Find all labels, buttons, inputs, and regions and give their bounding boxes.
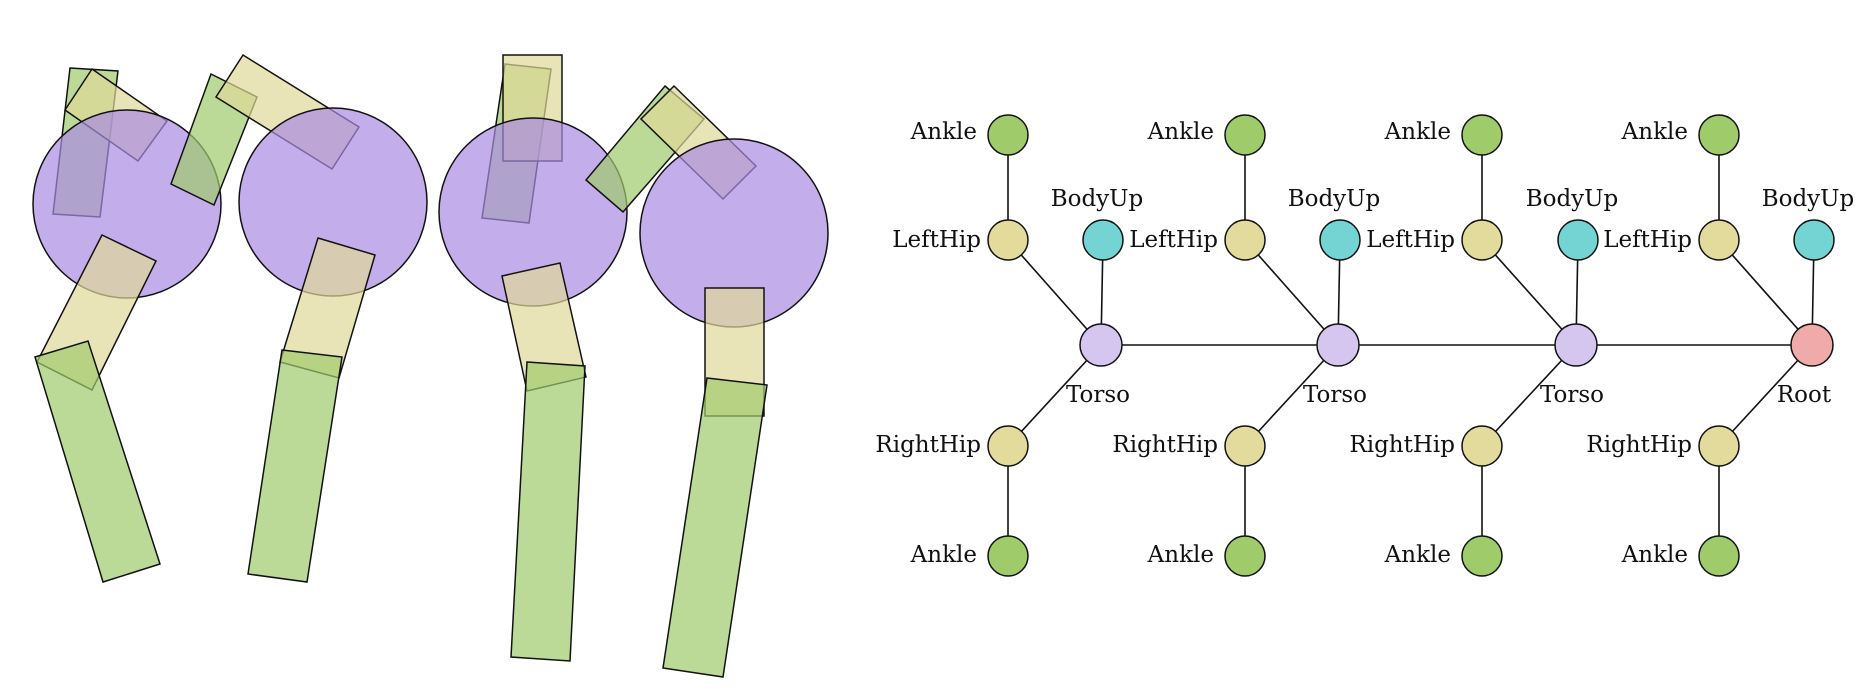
tree-column-1: Ankle LeftHip BodyUp Torso RightHip Ankl…	[875, 114, 1144, 577]
figure-1	[32, 67, 222, 583]
left-hip-label: LeftHip	[1603, 227, 1692, 253]
figure-2-lower-leg-segment	[247, 349, 343, 583]
body-up-node	[1557, 219, 1599, 261]
body-up-node	[1319, 219, 1361, 261]
ankle-bottom-node	[1698, 535, 1740, 577]
body-up-label: BodyUp	[1288, 186, 1381, 212]
ankle-bottom-label: Ankle	[1147, 542, 1214, 568]
left-hip-node	[987, 219, 1029, 261]
figure-4	[584, 84, 829, 678]
body-up-node	[1793, 219, 1835, 261]
right-hip-node	[987, 425, 1029, 467]
ankle-top-node	[987, 114, 1029, 156]
root-node	[1790, 323, 1834, 367]
ankle-bottom-label: Ankle	[910, 542, 977, 568]
right-hip-node	[1461, 425, 1503, 467]
body-up-label: BodyUp	[1051, 186, 1144, 212]
right-hip-label: RightHip	[1586, 432, 1692, 458]
figure-3	[438, 54, 628, 662]
edge-lefthip-center	[1007, 239, 1102, 346]
figure-3-lower-hip-segment	[501, 262, 587, 392]
edge-lefthip-center	[1481, 239, 1577, 346]
edge-center-righthip	[1007, 344, 1102, 447]
torso-node	[1554, 323, 1598, 367]
ankle-top-node	[1698, 114, 1740, 156]
ankle-bottom-node	[1224, 535, 1266, 577]
ankle-bottom-label: Ankle	[1384, 542, 1451, 568]
body-up-node	[1082, 219, 1124, 261]
body-up-label: BodyUp	[1762, 186, 1855, 212]
body-up-label: BodyUp	[1526, 186, 1619, 212]
ankle-top-label: Ankle	[1621, 119, 1688, 145]
right-hip-label: RightHip	[1349, 432, 1455, 458]
right-hip-node	[1698, 425, 1740, 467]
left-hip-node	[1698, 219, 1740, 261]
right-hip-node	[1224, 425, 1266, 467]
ankle-bottom-node	[987, 535, 1029, 577]
figure-3-lower-leg-segment	[510, 361, 586, 662]
ankle-bottom-node	[1461, 535, 1503, 577]
edge-center-righthip	[1481, 344, 1577, 447]
ankle-top-node	[1224, 114, 1266, 156]
figure-1-lower-leg-segment	[34, 340, 161, 583]
torso-label: Torso	[1540, 382, 1604, 408]
kinematic-tree: Ankle LeftHip BodyUp Torso RightHip Ankl…	[875, 114, 1855, 577]
torso-node	[1316, 323, 1360, 367]
edge-lefthip-center	[1718, 239, 1813, 346]
right-hip-label: RightHip	[1112, 432, 1218, 458]
left-hip-node	[1461, 219, 1503, 261]
body-figures	[32, 53, 829, 678]
ankle-bottom-label: Ankle	[1621, 542, 1688, 568]
left-hip-label: LeftHip	[892, 227, 981, 253]
torso-label: Torso	[1066, 382, 1130, 408]
figure-4-lower-leg-segment	[662, 377, 768, 678]
tree-column-2: Ankle LeftHip BodyUp Torso RightHip Ankl…	[1112, 114, 1381, 577]
left-hip-label: LeftHip	[1366, 227, 1455, 253]
left-hip-label: LeftHip	[1129, 227, 1218, 253]
ankle-top-label: Ankle	[910, 119, 977, 145]
tree-column-4: Ankle LeftHip BodyUp Root RightHip Ankle	[1586, 114, 1855, 577]
left-hip-node	[1224, 219, 1266, 261]
edge-center-righthip	[1244, 344, 1339, 447]
ankle-top-label: Ankle	[1384, 119, 1451, 145]
edge-lefthip-center	[1244, 239, 1339, 346]
edge-center-righthip	[1718, 344, 1813, 447]
root-label: Root	[1777, 382, 1832, 408]
tree-column-3: Ankle LeftHip BodyUp Torso RightHip Ankl…	[1349, 114, 1619, 577]
ankle-top-node	[1461, 114, 1503, 156]
figure-2	[170, 53, 428, 583]
torso-label: Torso	[1303, 382, 1367, 408]
ankle-top-label: Ankle	[1147, 119, 1214, 145]
right-hip-label: RightHip	[875, 432, 981, 458]
torso-node	[1079, 323, 1123, 367]
